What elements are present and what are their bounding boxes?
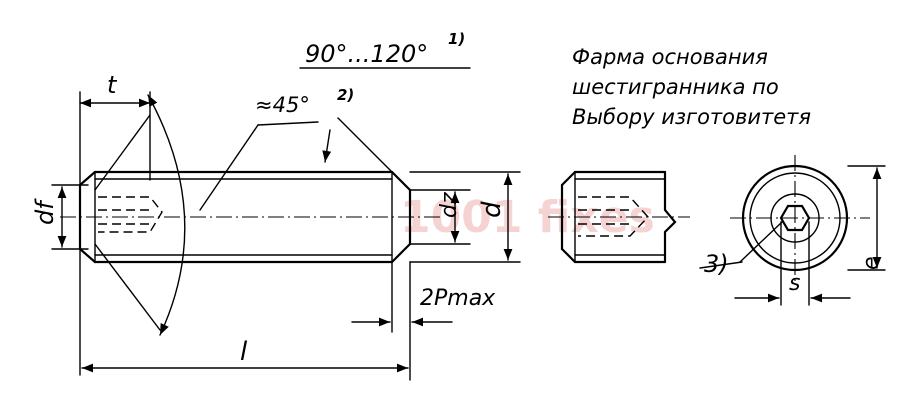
note-line-2: шестигранника по xyxy=(572,75,779,99)
label-e: e xyxy=(859,256,884,270)
label-dz: dz xyxy=(437,192,462,218)
chamfer-angle-label: ≈45° xyxy=(255,93,310,117)
label-2pmax: 2Pmax xyxy=(420,286,496,311)
label-s: s xyxy=(789,271,800,296)
note-line-1: Фарма основания xyxy=(572,45,768,69)
chamfer-angle-note: 2) xyxy=(337,86,354,104)
socket-partial-view xyxy=(548,170,690,264)
angle-range-note: 1) xyxy=(448,30,465,48)
screw-end-view xyxy=(699,155,886,306)
angle-range-label: 90°...120° xyxy=(305,40,428,68)
label-t: t xyxy=(107,71,118,99)
label-d: d xyxy=(477,201,507,218)
label-l: l xyxy=(240,337,248,367)
label-df: df xyxy=(31,198,59,225)
note-line-3: Выбору изготовитетя xyxy=(572,105,811,129)
label-3: 3) xyxy=(704,250,729,278)
screw-side-view xyxy=(51,67,521,381)
